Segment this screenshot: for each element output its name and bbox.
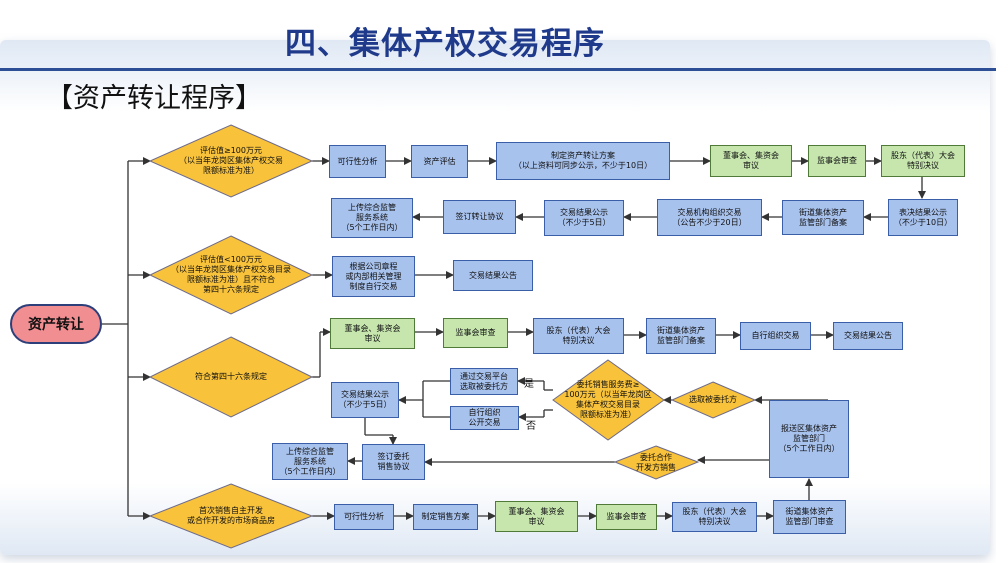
decision-2-text: 评估值<100万元 （以当年龙岗区集体产权交易目录 限额标准为准）且不符合 第四…: [171, 255, 291, 294]
r4-result-box: 交易结果公告: [833, 322, 903, 350]
r6-supervisors-box: 监事会审查: [596, 504, 657, 530]
decision-diamond-6: [670, 381, 757, 419]
r6-board-box: 董事会、集资会 审议: [495, 501, 578, 532]
decision-diamond-4: [148, 483, 314, 549]
r1-shareholders-box: 股东（代表）大会 特别决议: [881, 145, 965, 177]
decision-3-text: 符合第四十六条规定: [195, 372, 267, 381]
decision-1-text: 评估值≥100万元 （以当年龙岗区集体产权交易 限额标准为准）: [179, 146, 283, 175]
start-node: 资产转让: [10, 304, 102, 344]
r5-platform-box: 通过交易平台 选取被委托方: [450, 368, 518, 395]
r2-org-box: 交易机构组织交易 （公告不少于20日）: [657, 199, 762, 236]
r3-result-box: 交易结果公告: [453, 260, 533, 291]
title-divider: [0, 68, 996, 71]
decision-diamond-7: [613, 445, 700, 480]
yes-label: 是: [524, 379, 534, 390]
decision-4-text: 首次销售自主开发 或合作开发的市场商品房: [187, 506, 275, 525]
r5-upload-box: 上传综合监管 服务系统 （5个工作日内）: [272, 443, 348, 480]
r4-board-box: 董事会、集资会 审议: [330, 318, 415, 349]
r5-sign-box: 签订委托 销售协议: [362, 444, 425, 480]
r6-shareholders-box: 股东（代表）大会 特别决议: [672, 502, 757, 532]
r2-sign-box: 签订转让协议: [443, 200, 516, 234]
decision-diamond-5: [552, 359, 665, 441]
r1-plan-box: 制定资产转让方案 （以上资料可同步公示，不少于10日）: [496, 142, 670, 180]
r1-evaluation-box: 资产评估: [411, 145, 468, 178]
r3-rules-box: 根据公司章程 或内部相关管理 制度自行交易: [332, 256, 415, 297]
r4-self-box: 自行组织交易: [740, 322, 811, 350]
r2-upload-box: 上传综合监管 服务系统 （5个工作日内）: [331, 198, 413, 238]
decision-7-text: 委托合作 开发方销售: [636, 453, 676, 472]
r4-supervisors-box: 监事会审查: [443, 318, 508, 348]
r6-street-box: 街道集体资产 监管部门审查: [773, 500, 846, 534]
r1-board-box: 董事会、集资会 审议: [710, 145, 792, 177]
section-subtitle: 【资产转让程序】: [46, 83, 262, 114]
r2-street-box: 街道集体资产 监管部门备案: [782, 200, 864, 235]
page-title: 四、集体产权交易程序: [285, 26, 605, 62]
decision-5-text: 委托销售服务费≥ 100万元（以当年龙岗区 集体产权交易目录 限额标准为准）: [564, 380, 652, 419]
r5-result-box: 交易结果公示 （不少于5日）: [331, 382, 399, 418]
r2-vote-notice-box: 表决结果公示 （不少于10日）: [888, 199, 958, 236]
decision-diamond-1: [148, 124, 314, 198]
r6-plan-box: 制定销售方案: [413, 504, 478, 530]
r4-street-box: 街道集体资产 监管部门备案: [646, 318, 716, 354]
r6-feasibility-box: 可行性分析: [334, 504, 394, 530]
r2-result-box: 交易结果公示 （不少于5日）: [544, 200, 624, 236]
r5-self-box: 自行组织 公开交易: [450, 406, 519, 430]
r4-shareholders-box: 股东（代表）大会 特别决议: [533, 318, 624, 354]
decision-6-text: 选取被委托方: [689, 395, 737, 404]
r1-supervisors-box: 监事会审查: [808, 145, 866, 177]
r1-feasibility-box: 可行性分析: [329, 145, 386, 178]
r5-report-box: 报送区集体资产 监管部门 （5个工作日内）: [769, 400, 849, 478]
no-label: 否: [526, 421, 536, 432]
decision-diamond-3: [148, 336, 314, 418]
decision-diamond-2: [148, 235, 314, 315]
